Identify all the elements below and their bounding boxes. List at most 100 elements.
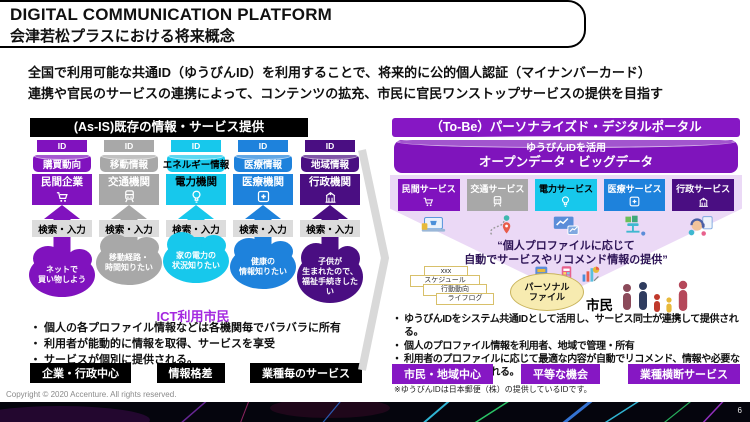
org-box-label: 行政機関 — [309, 175, 351, 188]
copyright-text: Copyright © 2020 Accenture. All rights r… — [6, 390, 177, 399]
as-is-column-government: ID 地域情報 行政機関 検索・入力 子供が 生まれたので、 福祉手続きしたい — [297, 140, 363, 303]
personal-file-bubble: パーソナル ファイル — [510, 273, 584, 311]
service-label: 電力サービス — [538, 183, 593, 194]
citizen-group: 市民 — [586, 280, 705, 318]
arrow-head — [178, 205, 214, 219]
citizen-need-bubble: 移動経路・ 時間知りたい — [96, 233, 162, 285]
data-cylinder: 医療情報 — [234, 152, 292, 172]
government-building-icon — [323, 189, 338, 204]
train-icon — [122, 189, 137, 204]
as-is-tag: 企業・行政中心 — [30, 363, 131, 383]
citizen-need-bubble: ネットで 買い物しよう — [29, 245, 95, 297]
laptop-shopping-icon — [418, 214, 448, 238]
footer-art — [0, 402, 750, 422]
government-building-icon — [697, 195, 710, 208]
citizen-need-text: 健康の 情報知りたい — [239, 257, 287, 276]
org-box: 民間企業 — [32, 174, 92, 205]
to-be-panel-header: （To-Be）パーソナライズド・デジタルポータル — [392, 118, 740, 137]
id-badge-label: ID — [124, 141, 134, 151]
arrow-head — [245, 205, 281, 219]
to-be-bullet: ゆうびんIDをシステム共通IDとして活用し、サービス同士が連携して提供される。 — [392, 314, 742, 340]
service-illustrations — [400, 214, 732, 238]
support-agent-icon — [684, 214, 714, 238]
page-subtitle: 会津若松プラスにおける将来概念 — [10, 28, 235, 45]
org-box-label: 医療機関 — [242, 175, 284, 188]
org-box: 交通機関 — [99, 174, 159, 205]
to-be-tags: 市民・地域中心 平等な機会 業種横断サービス — [392, 364, 740, 384]
id-badge: ID — [37, 140, 87, 152]
as-is-bullet-list: 個人の各プロファイル情報などは各機関毎でバラバラに所有 利用者が能動的に情報を取… — [30, 322, 362, 369]
arrow-head — [44, 205, 80, 219]
search-arrow: 検索・入力 — [300, 205, 360, 273]
org-box: 行政機関 — [300, 174, 360, 205]
citizen-need-bubble: 健康の 情報知りたい — [230, 237, 296, 289]
id-badge-label: ID — [191, 141, 201, 151]
data-cylinder: 購買動向 — [33, 152, 91, 172]
to-be-services: 民間サービス 交通サービス 電力サービス 医療サービス 行政サービス — [398, 179, 734, 211]
search-input-label: 検索・入力 — [32, 220, 92, 237]
citizen-need-text: 移動経路・ 時間知りたい — [105, 253, 153, 272]
shopping-cart-icon — [55, 189, 70, 204]
medical-cross-icon — [256, 189, 271, 204]
id-badge-label: ID — [325, 141, 335, 151]
data-cylinder: 地域情報 — [301, 152, 359, 172]
citizen-need-bubble: 子供が 生まれたので、 福祉手続きしたい — [297, 242, 363, 303]
as-is-tag: 情報格差 — [156, 363, 225, 383]
org-box-label: 交通機関 — [108, 175, 150, 188]
citizen-need-text: ネットで 買い物しよう — [38, 265, 86, 284]
as-is-column-transport: ID 移動情報 交通機関 検索・入力 移動経路・ 時間知りたい — [96, 140, 162, 303]
title-box: DIGITAL COMMUNICATION PLATFORM 会津若松プラスにお… — [0, 0, 586, 48]
service-private: 民間サービス — [398, 179, 460, 211]
to-be-bullet: 個人のプロファイル情報を利用者、地域で管理・所有 — [392, 341, 742, 354]
service-label: 民間サービス — [401, 183, 456, 194]
id-badge: ID — [171, 140, 221, 152]
as-is-panel-header: (As-IS)既存の情報・サービス提供 — [30, 118, 308, 137]
data-cylinder-label: 移動情報 — [109, 160, 148, 171]
data-cylinder: 移動情報 — [100, 152, 158, 172]
analytics-screens-icon — [551, 214, 581, 238]
health-scale-icon — [617, 214, 647, 238]
as-is-tags: 企業・行政中心 情報格差 業種毎のサービス — [30, 363, 362, 383]
search-arrow: 検索・入力 — [99, 205, 159, 273]
quote-line-1: “個人プロファイルに応じて — [497, 240, 635, 252]
open-data-label: オープンデータ・ビッグデータ — [478, 155, 654, 169]
yubin-id-label: ゆうびんIDを活用 — [526, 143, 606, 154]
org-box: 医療機関 — [233, 174, 293, 205]
yubin-id-footnote: ※ゆうびんIDは日本郵便（株）の提供しているIDです。 — [394, 385, 592, 394]
power-icon — [189, 189, 204, 204]
power-icon — [559, 195, 572, 208]
quote-line-2: 自動でサービスやリコメンド情報の提供” — [464, 253, 668, 266]
to-be-tag: 市民・地域中心 — [392, 364, 493, 384]
route-pin-icon — [485, 214, 515, 238]
intro-line-1: 全国で利用可能な共通ID（ゆうびんID）を利用することで、将来的に公的個人認証（… — [28, 65, 651, 80]
org-box-label: 民間企業 — [41, 175, 83, 188]
arrow-head — [111, 205, 147, 219]
family-icon — [619, 280, 705, 318]
as-is-tag: 業種毎のサービス — [250, 363, 362, 383]
citizen-need-text: 家の電力の 状況知りたい — [172, 251, 220, 270]
bar-chart-icon — [581, 265, 600, 284]
id-badge: ID — [305, 140, 355, 152]
train-icon — [491, 195, 504, 208]
profile-data-stack: xxx スケジュール 行動動向 ライフログ — [396, 266, 508, 312]
service-label: 行政サービス — [676, 183, 731, 194]
as-is-column-energy: ID エネルギー情報 電力機関 検索・入力 家の電力の 状況知りたい — [163, 140, 229, 303]
org-box: 電力機関 — [166, 174, 226, 205]
citizen-label: 市民 — [586, 298, 613, 313]
as-is-panel: (As-IS)既存の情報・サービス提供 ID 購買動向 民間企業 検索・入力 ネ… — [22, 118, 364, 386]
page-number: 6 — [737, 406, 742, 415]
as-is-bullet: 利用者が能動的に情報を取得、サービスを享受 — [30, 338, 362, 352]
id-badge-label: ID — [258, 141, 268, 151]
as-is-column-medical: ID 医療情報 医療機関 検索・入力 健康の 情報知りたい — [230, 140, 296, 303]
to-be-tag: 平等な機会 — [521, 364, 600, 384]
service-energy: 電力サービス — [535, 179, 597, 211]
as-is-bullet: 個人の各プロファイル情報などは各機関毎でバラバラに所有 — [30, 322, 362, 336]
service-medical: 医療サービス — [603, 179, 666, 211]
transition-chevron-icon — [358, 149, 390, 371]
to-be-tag: 業種横断サービス — [628, 364, 740, 384]
as-is-columns: ID 購買動向 民間企業 検索・入力 ネットで 買い物しよう ID 移動情報 — [29, 140, 363, 303]
medical-cross-icon — [628, 195, 641, 208]
search-input-label: 検索・入力 — [99, 220, 159, 237]
search-input-label: 検索・入力 — [300, 220, 360, 237]
